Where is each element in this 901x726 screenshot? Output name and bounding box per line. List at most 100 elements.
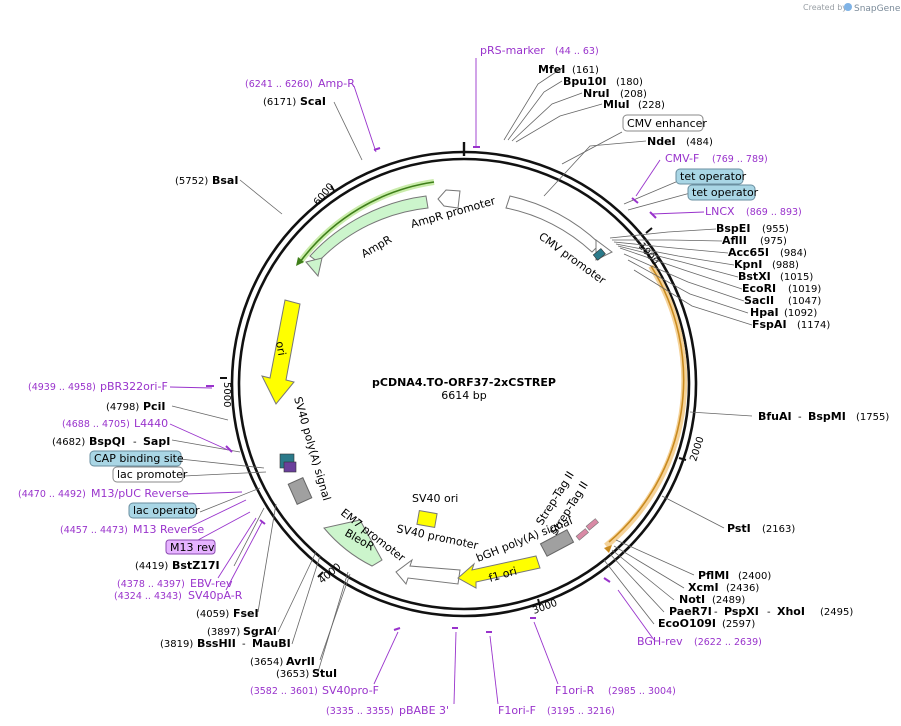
primer-m13-reverse-name: M13 Reverse xyxy=(133,523,204,536)
enzyme-nrui-pos: (208) xyxy=(620,89,647,100)
enzyme-pcii-name: PciI xyxy=(143,400,165,413)
enzyme-hpai-pos: (1092) xyxy=(784,308,817,319)
enzyme-bpu10i-name: Bpu10I xyxy=(563,75,607,88)
tet-operator-2-box xyxy=(687,184,756,201)
enzyme-scai-name: ScaI xyxy=(300,95,326,108)
cap-binding-label: CAP binding site xyxy=(94,452,184,465)
orf-arc-halo xyxy=(604,264,688,549)
primer-pbr322ori-f-range: (4939 .. 4958) xyxy=(28,382,96,393)
backbone-inner xyxy=(237,157,691,611)
enzyme-bstz17i-name: BstZ17I xyxy=(172,559,220,572)
cmv-enhancer-label: CMV enhancer xyxy=(627,117,707,130)
sv40-promoter-arrow xyxy=(395,558,461,586)
orf-arc xyxy=(608,265,685,543)
primer-m13-reverse-range: (4457 .. 4473) xyxy=(60,525,128,536)
tick-marks xyxy=(220,185,687,607)
enzyme-stui-pos: (3653) xyxy=(276,669,309,680)
lac-promoter-label: lac promoter xyxy=(117,468,188,481)
enzyme-paer7i-sep: - xyxy=(714,607,718,618)
enzyme-paer7i-sep2: - xyxy=(767,607,771,618)
ori-arrow xyxy=(261,299,301,405)
enzyme-bsai-name: BsaI xyxy=(212,174,238,187)
enzyme-sgrai-pos: (3897) xyxy=(207,627,240,638)
ori-label: ori xyxy=(273,340,288,356)
primer-ebv-rev-range: (4378 .. 4397) xyxy=(117,579,185,590)
enzyme-fsei-name: FseI xyxy=(233,607,259,620)
primer-sv40pa-r-name: SV40pA-R xyxy=(188,589,243,602)
enzyme-bstz17i-pos: (4419) xyxy=(135,561,168,572)
enzyme-xcmi-name: XcmI xyxy=(688,581,719,594)
lac-operator-label: lac operator xyxy=(133,504,200,517)
sv40-ori-label: SV40 ori xyxy=(412,492,458,505)
tet-operator-1-box xyxy=(675,168,744,185)
tick-3000: 3000 xyxy=(531,598,559,617)
enzyme-bfuai-sep: - xyxy=(798,412,802,423)
m13-rev-box xyxy=(165,539,216,555)
tick-5000: 5000 xyxy=(221,382,232,407)
primer-bgh-rev-range: (2622 .. 2639) xyxy=(694,637,762,648)
enzyme-ecori-name: EcoRI xyxy=(742,282,776,295)
orf-arc-head xyxy=(604,545,612,553)
enzyme-ndei-name: NdeI xyxy=(647,135,676,148)
enzyme-mlui-pos: (228) xyxy=(638,100,665,111)
plasmid-size: 6614 bp xyxy=(441,389,486,402)
enzyme-bspei-name: BspEI xyxy=(716,222,750,235)
ampr-arc xyxy=(299,181,435,263)
lac-operator-box xyxy=(128,502,197,519)
enzyme-avrii-name: AvrII xyxy=(286,655,315,668)
cmv-enhancer-box xyxy=(622,114,704,132)
enzyme-fspai-pos: (1174) xyxy=(797,320,830,331)
enzyme-bfuai-pos: (1755) xyxy=(856,412,889,423)
primer-bgh-rev-name: BGH-rev xyxy=(637,635,683,648)
strep-tag-2-mark xyxy=(585,518,599,531)
enzyme-kpni-name: KpnI xyxy=(734,258,762,271)
enzyme-bsshii-pos: (3819) xyxy=(160,639,193,650)
primer-cmv-f-range: (769 .. 789) xyxy=(712,154,768,165)
enzyme-bfuai-name: BfuAI xyxy=(758,410,792,423)
primer-l4440-name: L4440 xyxy=(134,417,168,430)
enzyme-xcmi-pos: (2436) xyxy=(726,583,759,594)
bgh-polya-box xyxy=(539,529,575,557)
sv40-polya-box xyxy=(287,477,313,505)
enzyme-sgrai-name: SgrAI xyxy=(243,625,277,638)
enzyme-acc65i-pos: (984) xyxy=(780,248,807,259)
enzyme-pflmi-pos: (2400) xyxy=(738,571,771,582)
enzyme-bspmi-name: BspMI xyxy=(808,410,846,423)
primer-sv40pa-r-range: (4324 .. 4343) xyxy=(114,591,182,602)
enzyme-sapi-name: SapI xyxy=(143,435,170,448)
primer-sv40pro-f-range: (3582 .. 3601) xyxy=(250,686,318,697)
enzyme-aflii-pos: (975) xyxy=(760,236,787,247)
enzyme-mlui-name: MluI xyxy=(603,98,630,111)
enzyme-bsai-pos: (5752) xyxy=(175,176,208,187)
enzyme-bpu10i-pos: (180) xyxy=(616,77,643,88)
enzyme-acc65i-name: Acc65I xyxy=(728,246,769,259)
ampr-label: AmpR xyxy=(359,233,394,261)
enzyme-avrii-pos: (3654) xyxy=(250,657,283,668)
primer-f1ori-r-range: (2985 .. 3004) xyxy=(608,686,676,697)
enzyme-sacii-pos: (1047) xyxy=(788,296,821,307)
primer-f1ori-r-name: F1ori-R xyxy=(555,684,595,697)
primer-lncx-range: (869 .. 893) xyxy=(746,207,802,218)
primer-f1ori-f-range: (3195 .. 3216) xyxy=(547,706,615,717)
enzyme-ecori-pos: (1019) xyxy=(788,284,821,295)
bleor-arrow xyxy=(323,519,383,567)
primer-prs-marker-range: (44 .. 63) xyxy=(555,46,599,57)
tet-operator-2-label: tet operator xyxy=(692,186,759,199)
enzyme-scai-pos: (6171) xyxy=(263,97,296,108)
primer-prs-marker-name: pRS-marker xyxy=(480,44,545,57)
primer-marks xyxy=(206,146,657,633)
snapgene-logo-icon xyxy=(844,3,852,11)
sv40-promoter-label: SV40 promoter xyxy=(395,522,479,552)
enzyme-maubi-name: MauBI xyxy=(252,637,291,650)
primer-f1ori-f-name: F1ori-F xyxy=(498,704,536,717)
enzyme-stui-name: StuI xyxy=(312,667,337,680)
enzyme-pspxi-name: PspXI xyxy=(724,605,759,618)
lac-promoter-box xyxy=(112,466,184,483)
enzyme-ecoo109i-pos: (2597) xyxy=(722,619,755,630)
enzyme-bsshii-name: BssHII xyxy=(197,637,236,650)
primer-l4440-range: (4688 .. 4705) xyxy=(62,419,130,430)
primer-lncx-name: LNCX xyxy=(705,205,735,218)
primer-pbabe3-range: (3335 .. 3355) xyxy=(326,706,394,717)
enzyme-aflii-name: AflII xyxy=(722,234,747,247)
